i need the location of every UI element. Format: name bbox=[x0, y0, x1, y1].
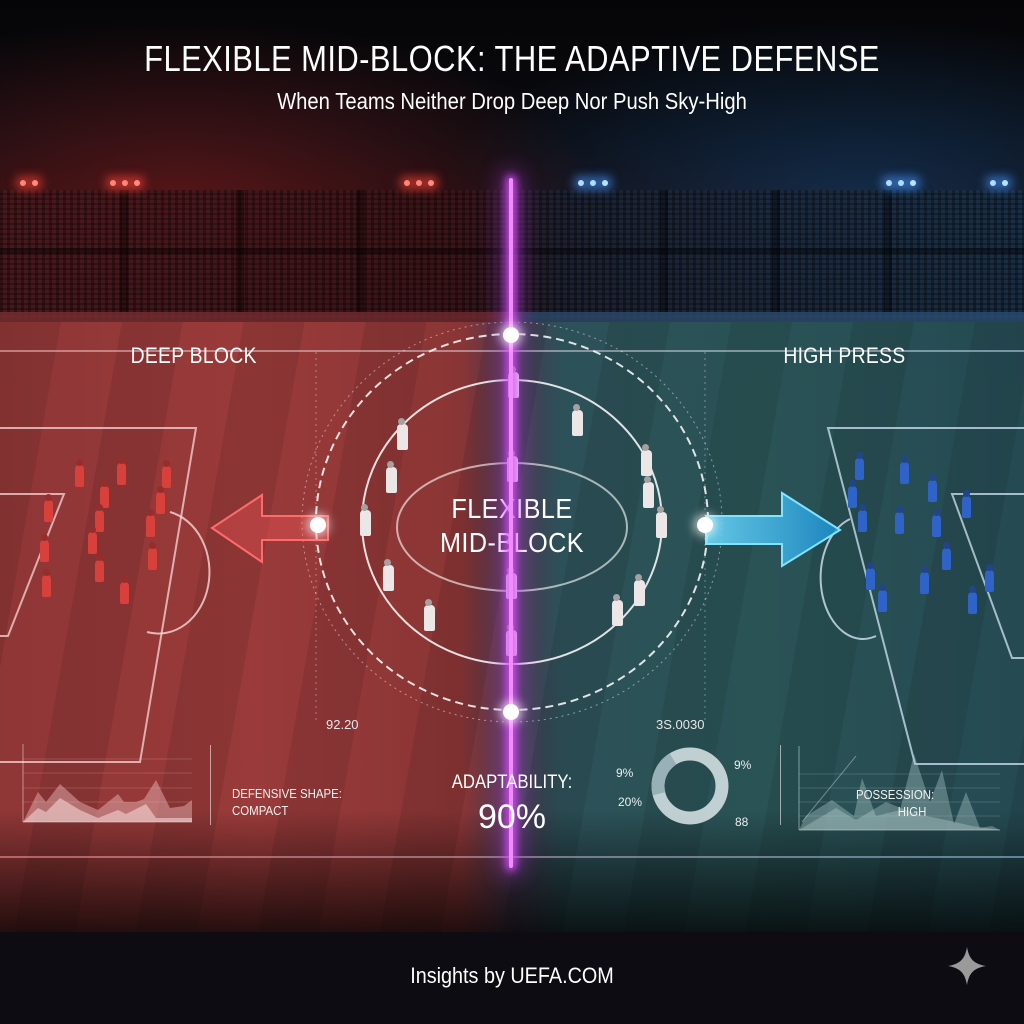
stat-number-right: 3S.0030 bbox=[656, 717, 705, 732]
player-icon bbox=[641, 450, 652, 476]
node-top bbox=[503, 327, 519, 343]
possession-value: HIGH bbox=[897, 804, 927, 819]
player-icon bbox=[866, 568, 875, 590]
player-icon bbox=[75, 465, 84, 487]
defensive-shape-label: DEFENSIVE SHAPE: COMPACT bbox=[232, 785, 342, 819]
high-press-label: HIGH PRESS bbox=[783, 343, 906, 368]
donut-label: 20% bbox=[618, 795, 643, 809]
player-icon bbox=[95, 560, 104, 582]
floodlight-icon bbox=[568, 176, 618, 190]
player-icon bbox=[656, 512, 667, 538]
stats-divider bbox=[210, 745, 211, 825]
player-icon bbox=[148, 548, 157, 570]
defensive-shape-value: COMPACT bbox=[232, 803, 289, 818]
stand-aisle bbox=[356, 190, 364, 312]
player-icon bbox=[855, 458, 864, 480]
player-icon bbox=[962, 496, 971, 518]
player-icon bbox=[88, 532, 97, 554]
stand-aisle bbox=[120, 190, 128, 312]
player-icon bbox=[900, 462, 909, 484]
floodlight-icon bbox=[974, 176, 1024, 190]
player-icon bbox=[572, 410, 583, 436]
player-icon bbox=[100, 486, 109, 508]
footer-credit: Insights by UEFA.COM bbox=[410, 963, 614, 988]
adaptability-value: 90% bbox=[477, 798, 547, 836]
stand-aisle bbox=[660, 190, 668, 312]
floodlight-icon bbox=[394, 176, 444, 190]
stand-aisle bbox=[236, 190, 244, 312]
player-icon bbox=[42, 575, 51, 597]
stat-number-left: 92.20 bbox=[326, 717, 359, 732]
player-icon bbox=[40, 540, 49, 562]
possession-chart bbox=[798, 746, 1000, 831]
floodlight-icon bbox=[4, 176, 54, 190]
player-icon bbox=[928, 480, 937, 502]
player-icon bbox=[146, 515, 155, 537]
donut-label: 9% bbox=[734, 758, 752, 772]
player-icon bbox=[383, 565, 394, 591]
player-icon bbox=[612, 600, 623, 626]
deep-block-label: DEEP BLOCK bbox=[130, 343, 257, 368]
player-icon bbox=[44, 500, 53, 522]
possession-label: POSSESSION: HIGH bbox=[856, 786, 935, 820]
donut-label: 88 bbox=[735, 815, 749, 829]
defensive-shape-title: DEFENSIVE SHAPE: bbox=[232, 786, 342, 801]
player-icon bbox=[848, 486, 857, 508]
center-divider-line bbox=[509, 178, 513, 868]
player-icon bbox=[985, 570, 994, 592]
player-icon bbox=[634, 580, 645, 606]
page-subtitle: When Teams Neither Drop Deep Nor Push Sk… bbox=[277, 88, 747, 114]
defensive-shape-chart bbox=[22, 744, 192, 823]
player-icon bbox=[162, 466, 171, 488]
player-icon bbox=[424, 605, 435, 631]
arrow-right-icon bbox=[705, 491, 842, 568]
node-bottom bbox=[503, 704, 519, 720]
player-icon bbox=[878, 590, 887, 612]
player-icon bbox=[117, 463, 126, 485]
node-right bbox=[697, 517, 713, 533]
stand-aisle bbox=[884, 190, 892, 312]
player-icon bbox=[156, 492, 165, 514]
node-left bbox=[310, 517, 326, 533]
player-icon bbox=[858, 510, 867, 532]
arrow-left-icon bbox=[210, 493, 329, 564]
donut-label: 9% bbox=[616, 766, 634, 780]
floodlight-icon bbox=[100, 176, 150, 190]
player-icon bbox=[968, 592, 977, 614]
adaptability-label: ADAPTABILITY: bbox=[451, 772, 573, 793]
player-icon bbox=[386, 467, 397, 493]
stand-aisle bbox=[772, 190, 780, 312]
player-icon bbox=[895, 512, 904, 534]
page-title: FLEXIBLE MID-BLOCK: THE ADAPTIVE DEFENSE bbox=[144, 38, 880, 79]
sparkle-icon bbox=[948, 947, 986, 985]
player-icon bbox=[508, 372, 519, 398]
possession-title: POSSESSION: bbox=[856, 787, 935, 802]
donut-chart bbox=[651, 747, 729, 825]
player-icon bbox=[942, 548, 951, 570]
player-icon bbox=[643, 482, 654, 508]
player-icon bbox=[932, 515, 941, 537]
stats-divider bbox=[780, 745, 781, 825]
player-icon bbox=[920, 572, 929, 594]
player-icon bbox=[120, 582, 129, 604]
player-icon bbox=[360, 510, 371, 536]
player-icon bbox=[95, 510, 104, 532]
player-icon bbox=[397, 424, 408, 450]
floodlight-icon bbox=[876, 176, 926, 190]
